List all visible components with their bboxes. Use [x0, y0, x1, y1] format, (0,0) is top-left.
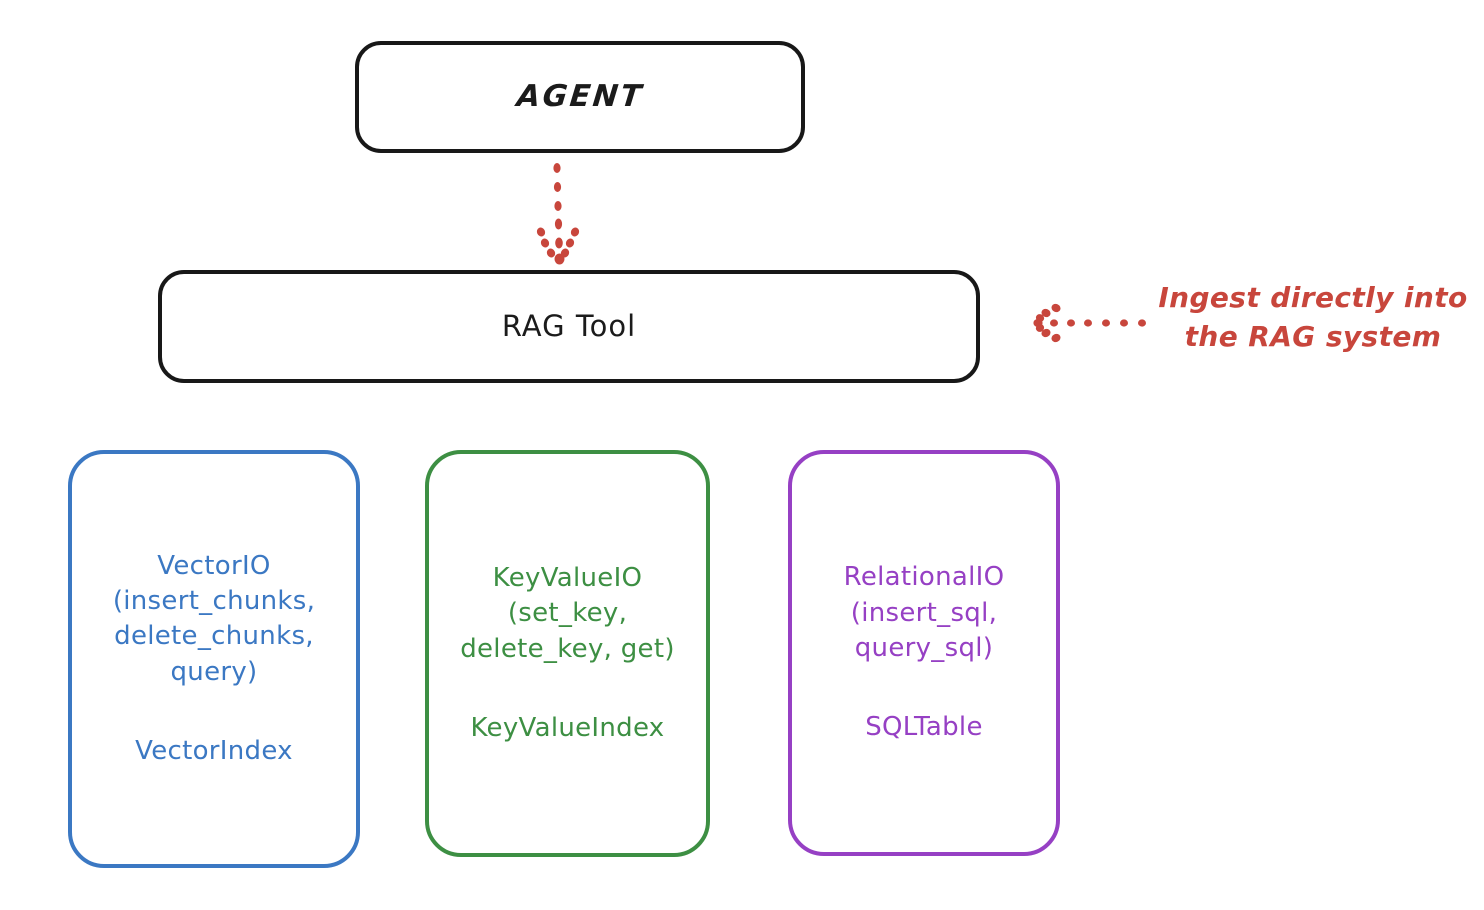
node-relational-io-index-label: SQLTable [865, 712, 983, 743]
node-key-value-io-api-label: KeyValueIO (set_key, delete_key, get) [460, 562, 675, 664]
node-agent-label: AGENT [514, 79, 646, 115]
node-relational-io-content: RelationalIO (insert_sql, query_sql) SQL… [792, 560, 1056, 745]
node-agent[interactable]: AGENT [355, 41, 805, 153]
node-rag-tool[interactable]: RAG Tool [158, 270, 980, 383]
edge-agent-to-rag-tool-arrow [536, 163, 580, 265]
node-vector-io-api-label: VectorIO (insert_chunks, delete_chunks, … [112, 550, 316, 687]
node-key-value-io-index-label: KeyValueIndex [470, 712, 665, 743]
node-key-value-io[interactable]: KeyValueIO (set_key, delete_key, get) Ke… [425, 450, 710, 857]
node-key-value-io-content: KeyValueIO (set_key, delete_key, get) Ke… [429, 561, 706, 746]
annotation-ingest-note: Ingest directly into the RAG system [1158, 281, 1468, 354]
node-vector-io[interactable]: VectorIO (insert_chunks, delete_chunks, … [68, 450, 360, 868]
node-relational-io-api-label: RelationalIO (insert_sql, query_sql) [843, 562, 1005, 663]
node-vector-io-index-label: VectorIndex [135, 736, 293, 767]
node-relational-io[interactable]: RelationalIO (insert_sql, query_sql) SQL… [788, 450, 1060, 856]
edge-ingest-note-arrow [1033, 303, 1146, 343]
node-rag-tool-label: RAG Tool [501, 309, 637, 344]
node-vector-io-content: VectorIO (insert_chunks, delete_chunks, … [72, 549, 356, 770]
